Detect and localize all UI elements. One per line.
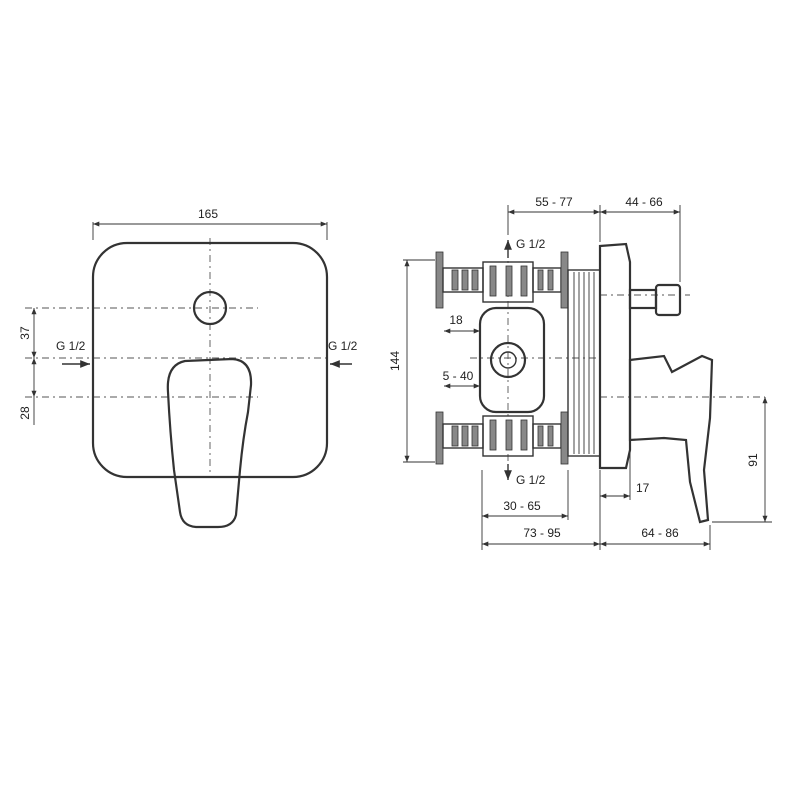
diverter-cap-side — [654, 283, 682, 317]
mixer-handle — [166, 357, 253, 529]
side-view: G 1/2 G 1/2 144 18 5 - 40 30 - 65 73 - 9… — [388, 195, 772, 550]
diverter-knob — [192, 290, 228, 326]
dim-64-86-label: 64 - 86 — [641, 526, 679, 540]
dim-91-label: 91 — [746, 453, 760, 467]
valve-body — [478, 306, 546, 414]
dim-44-66-label: 44 - 66 — [625, 195, 663, 209]
lower-connection — [435, 411, 569, 465]
diverter-knob-side — [628, 288, 658, 310]
width-dimension-label: 165 — [198, 207, 218, 221]
offset-lower-dimension-label: 28 — [18, 406, 32, 420]
dim-18-label: 18 — [449, 313, 463, 327]
dim-73-95-label: 73 - 95 — [523, 526, 561, 540]
body-port-inner — [499, 351, 517, 369]
height-dimension-label: 144 — [388, 351, 402, 371]
dim-17-label: 17 — [636, 481, 650, 495]
cover-plate — [91, 241, 329, 479]
mixer-handle-side — [628, 354, 714, 524]
body-port-outer — [489, 341, 527, 379]
dim-30-65-label: 30 - 65 — [503, 499, 541, 513]
offset-upper-dimension-label: 37 — [18, 326, 32, 340]
cover-plate-side — [598, 242, 632, 470]
inlet-right-label: G 1/2 — [328, 339, 358, 353]
front-view: 165 37 28 G 1/2 G 1/2 — [18, 207, 358, 529]
dim-5-40-label: 5 - 40 — [443, 369, 474, 383]
upper-connection — [435, 251, 569, 309]
inlet-left-label: G 1/2 — [56, 339, 86, 353]
dim-55-77-label: 55 - 77 — [535, 195, 573, 209]
outlet-top-label: G 1/2 — [516, 237, 546, 251]
outlet-bottom-label: G 1/2 — [516, 473, 546, 487]
